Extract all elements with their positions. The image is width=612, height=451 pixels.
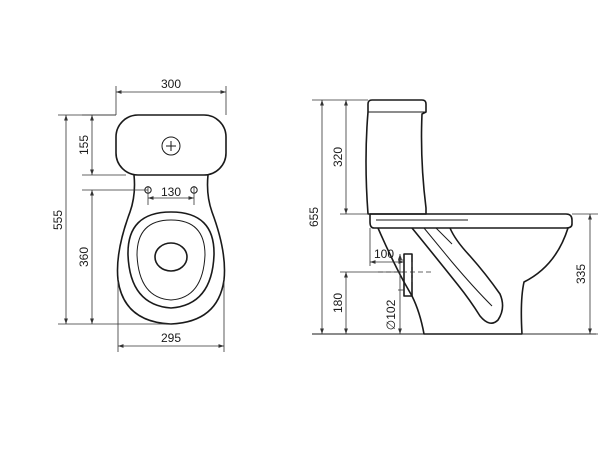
top-view: 300 155 130 555 360 295 bbox=[51, 77, 227, 352]
dim-pan-height: 335 bbox=[574, 264, 588, 284]
dim-outlet-offset: 100 bbox=[374, 247, 394, 261]
bowl-side-outline bbox=[377, 227, 569, 335]
dim-bowl-length: 360 bbox=[77, 247, 91, 267]
seat-side-outline bbox=[369, 213, 573, 229]
trap-channel bbox=[423, 227, 493, 307]
dim-fixing-spacing: 130 bbox=[161, 185, 181, 199]
dim-top-width: 300 bbox=[161, 77, 181, 91]
dim-cistern-depth: 155 bbox=[77, 135, 91, 155]
cistern-top-outline bbox=[115, 114, 227, 176]
seat-inner bbox=[136, 219, 206, 301]
dim-outlet-diameter: ∅102 bbox=[384, 299, 398, 330]
dim-total-length: 555 bbox=[51, 210, 65, 230]
side-view: 655 320 100 180 ∅102 335 bbox=[307, 99, 598, 335]
dim-cistern-height: 320 bbox=[331, 147, 345, 167]
outlet-pipe bbox=[403, 253, 413, 297]
cistern-side-outline bbox=[365, 99, 427, 215]
dim-total-height: 655 bbox=[307, 207, 321, 227]
bowl-opening bbox=[154, 242, 188, 272]
trap-inner bbox=[411, 227, 504, 324]
seat-outer bbox=[127, 211, 215, 309]
flush-button-symbol bbox=[161, 136, 181, 156]
dim-outlet-height: 180 bbox=[331, 293, 345, 313]
dim-bowl-width: 295 bbox=[161, 331, 181, 345]
